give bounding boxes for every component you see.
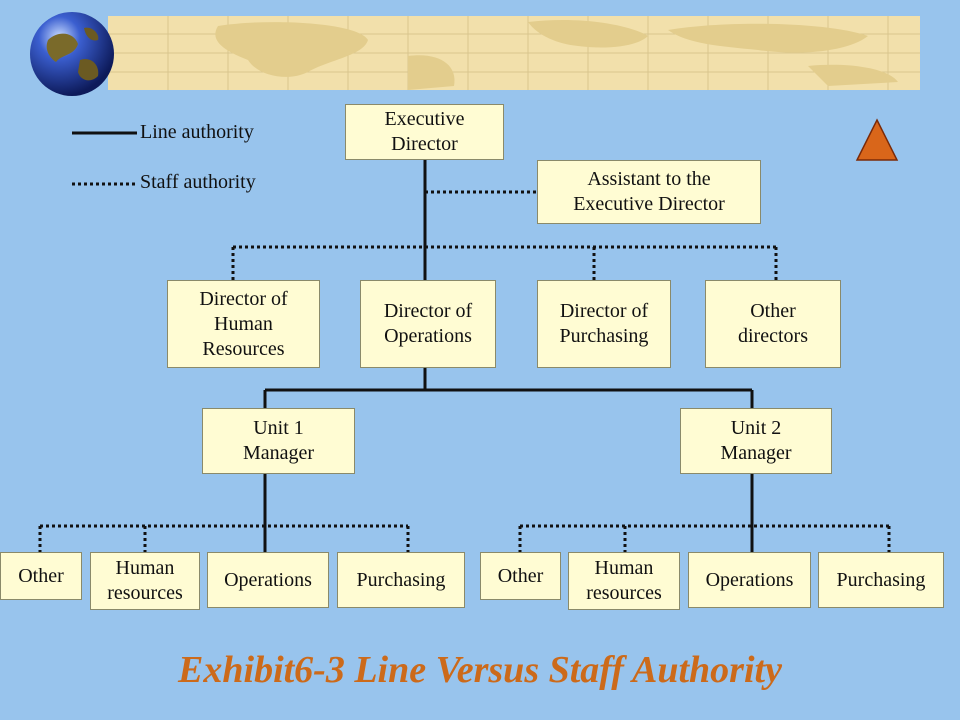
node-label: Director of Operations — [383, 300, 473, 347]
node-unit1-operations: Operations — [207, 552, 329, 608]
node-label: Operations — [705, 568, 794, 591]
node-label: Other — [18, 564, 64, 587]
node-label: Assistant to the Executive Director — [573, 168, 725, 215]
triangle-up-icon[interactable] — [855, 118, 899, 162]
node-assistant: Assistant to the Executive Director — [537, 160, 761, 224]
node-other-directors: Other directors — [705, 280, 841, 368]
node-unit2-operations: Operations — [688, 552, 811, 608]
node-director-purchasing: Director of Purchasing — [537, 280, 671, 368]
node-director-hr: Director of Human Resources — [167, 280, 320, 368]
node-label: Operations — [224, 568, 312, 591]
node-label: Director of Human Resources — [199, 287, 288, 360]
node-unit2-other: Other — [480, 552, 561, 600]
node-label: Other directors — [738, 300, 808, 347]
node-label: Executive Director — [384, 108, 465, 155]
legend-staff-authority: Staff authority — [140, 171, 256, 193]
node-label: Director of Purchasing — [559, 300, 649, 347]
node-label: Purchasing — [356, 568, 446, 591]
node-label: Human resources — [586, 557, 662, 604]
node-unit2-human-resources: Human resources — [568, 552, 680, 610]
node-unit1-other: Other — [0, 552, 82, 600]
world-map-graphic — [108, 16, 920, 90]
staff-authority-connectors — [38, 182, 891, 552]
node-unit1-human-resources: Human resources — [90, 552, 200, 610]
node-label: Unit 2 Manager — [720, 417, 792, 464]
node-label: Unit 1 Manager — [242, 417, 315, 464]
node-unit2-purchasing: Purchasing — [818, 552, 944, 608]
node-executive-director: Executive Director — [345, 104, 504, 160]
page-title: Exhibit6-3 Line Versus Staff Authority — [178, 649, 782, 691]
node-unit2-manager: Unit 2 Manager — [680, 408, 832, 474]
node-director-operations: Director of Operations — [360, 280, 496, 368]
node-unit1-purchasing: Purchasing — [337, 552, 465, 608]
globe-icon — [30, 12, 114, 96]
node-label: Purchasing — [836, 568, 926, 591]
node-label: Other — [497, 564, 544, 587]
node-label: Human resources — [107, 557, 183, 604]
legend-line-authority: Line authority — [140, 121, 254, 143]
node-unit1-manager: Unit 1 Manager — [202, 408, 355, 474]
map-banner — [108, 16, 920, 90]
line-authority-connectors — [72, 131, 754, 552]
